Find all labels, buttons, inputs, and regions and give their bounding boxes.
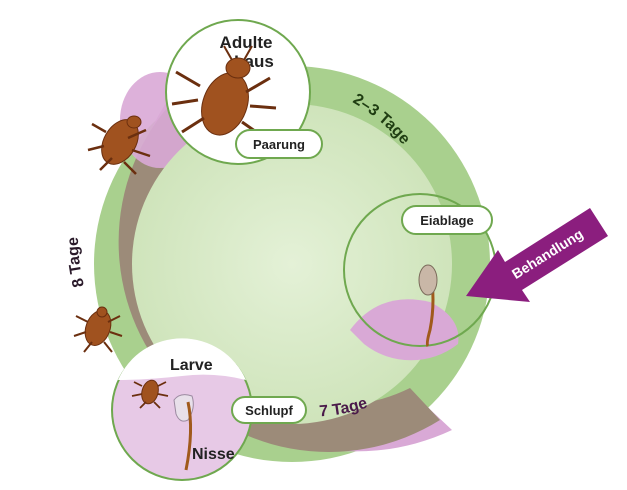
adult-stage-label-line1: Adulte [220,33,273,52]
adult-louse-stage: Adulte Laus Paarung [166,20,322,164]
paarung-pill-label: Paarung [253,137,305,152]
nit-label: Nisse [192,446,235,463]
egg-icon [419,265,437,295]
larva-label: Larve [170,357,213,374]
eiablage-pill-label: Eiablage [420,213,473,228]
duration-8-tage: 8 Tage [65,237,88,289]
schlupf-pill-label: Schlupf [245,403,293,418]
